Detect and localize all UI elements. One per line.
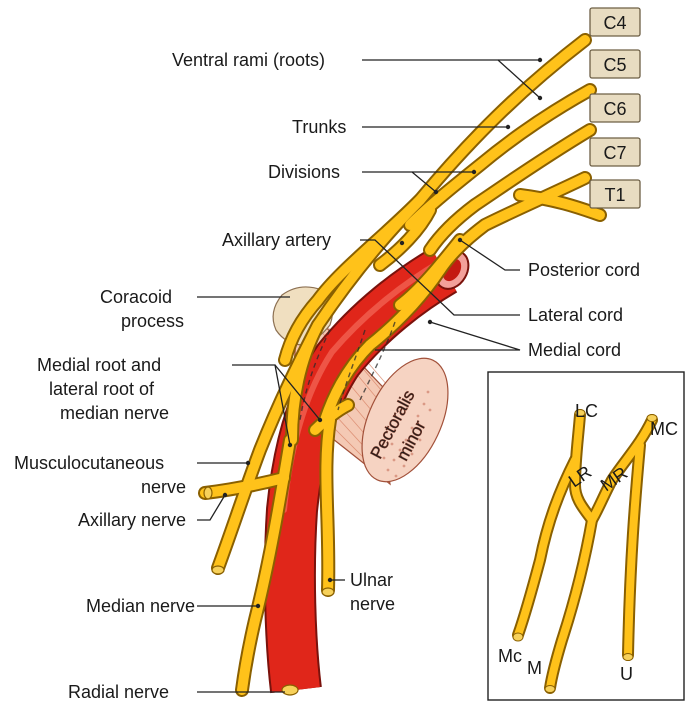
label-axillary-artery: Axillary artery [222, 230, 331, 250]
svg-text:T1: T1 [604, 185, 625, 205]
inset-label-mc: MC [650, 419, 678, 439]
label-ulnar-1: Ulnar [350, 570, 393, 590]
inset-label-u: U [620, 664, 633, 684]
label-radial-nerve: Radial nerve [68, 682, 169, 702]
label-median-nerve: Median nerve [86, 596, 195, 616]
label-medial-cord: Medial cord [528, 340, 621, 360]
label-lateral-cord: Lateral cord [528, 305, 623, 325]
inset-label-mc-small: Mc [498, 646, 522, 666]
inset-label-lc: LC [575, 401, 598, 421]
label-posterior-cord: Posterior cord [528, 260, 640, 280]
root-box-c5: C5 [590, 50, 640, 78]
root-box-c7: C7 [590, 138, 640, 166]
inset-panel: LC MC LR MR Mc M U [488, 372, 684, 700]
root-box-c6: C6 [590, 94, 640, 122]
label-axillary-nerve: Axillary nerve [78, 510, 186, 530]
label-coracoid-1: Coracoid [100, 287, 172, 307]
label-medial-root-3: median nerve [60, 403, 169, 423]
label-trunks: Trunks [292, 117, 346, 137]
svg-text:C4: C4 [603, 13, 626, 33]
label-musculo-1: Musculocutaneous [14, 453, 164, 473]
inset-label-m: M [527, 658, 542, 678]
label-ventral-rami: Ventral rami (roots) [172, 50, 325, 70]
label-coracoid-2: process [121, 311, 184, 331]
root-box-t1: T1 [590, 180, 640, 208]
svg-text:C6: C6 [603, 99, 626, 119]
label-musculo-2: nerve [141, 477, 186, 497]
label-medial-root-2: lateral root of [49, 379, 155, 399]
root-box-c4: C4 [590, 8, 640, 36]
label-ulnar-2: nerve [350, 594, 395, 614]
label-divisions: Divisions [268, 162, 340, 182]
svg-text:C7: C7 [603, 143, 626, 163]
label-medial-root-1: Medial root and [37, 355, 161, 375]
svg-text:C5: C5 [603, 55, 626, 75]
